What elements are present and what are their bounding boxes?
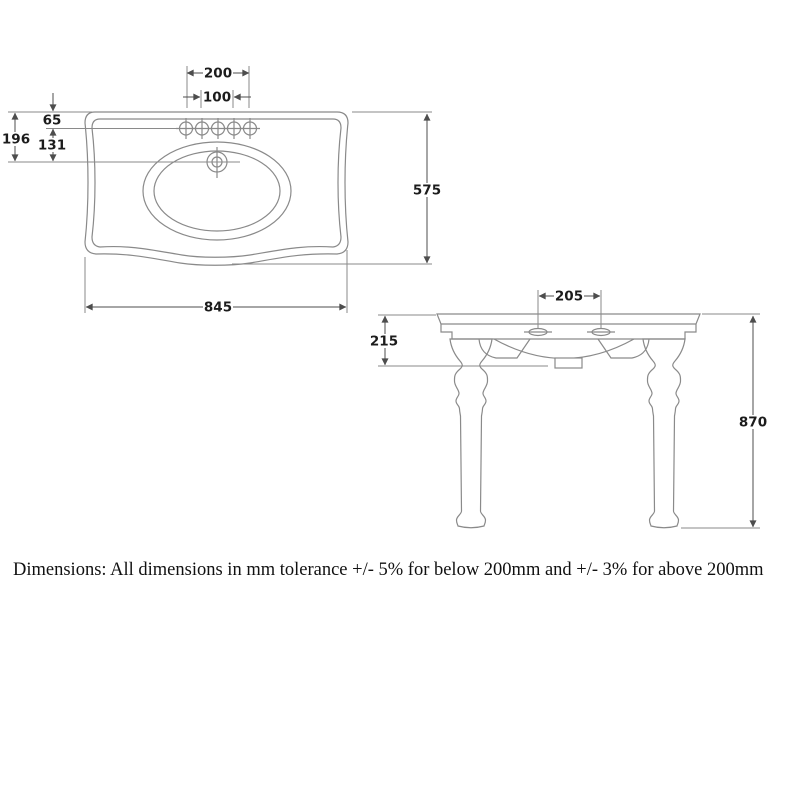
dimension-lines bbox=[11, 69, 757, 528]
front-tap-holes bbox=[524, 327, 615, 337]
dim-label-575: 575 bbox=[413, 183, 441, 199]
right-bracket bbox=[597, 338, 650, 359]
tap-holes bbox=[176, 118, 260, 139]
dim-label-200: 200 bbox=[204, 66, 232, 82]
basin-inner-outline bbox=[91, 118, 342, 258]
basin-outer-outline bbox=[84, 111, 349, 266]
bowl-outer bbox=[142, 141, 292, 241]
dim-label-196: 196 bbox=[2, 132, 30, 148]
console-front-view bbox=[436, 313, 701, 529]
dim-label-65: 65 bbox=[43, 113, 62, 129]
console-top-slab bbox=[436, 313, 701, 325]
console-fascia bbox=[440, 324, 697, 340]
waste-outlet bbox=[554, 357, 583, 369]
dim-label-870: 870 bbox=[739, 415, 767, 431]
basin-plan-view bbox=[84, 111, 349, 266]
extension-lines bbox=[8, 66, 760, 529]
dim-label-100: 100 bbox=[203, 90, 231, 106]
dim-label-215: 215 bbox=[370, 334, 398, 350]
dim-label-131: 131 bbox=[38, 138, 66, 154]
left-leg bbox=[449, 338, 493, 529]
bowl-underside-arc bbox=[493, 338, 635, 359]
right-leg bbox=[642, 338, 686, 529]
dim-label-205: 205 bbox=[555, 289, 583, 305]
tolerance-note: Dimensions: All dimensions in mm toleran… bbox=[13, 560, 764, 580]
dim-label-845: 845 bbox=[204, 300, 232, 316]
dimension-labels: 200 100 65 131 196 575 845 205 215 870 bbox=[1, 66, 768, 431]
